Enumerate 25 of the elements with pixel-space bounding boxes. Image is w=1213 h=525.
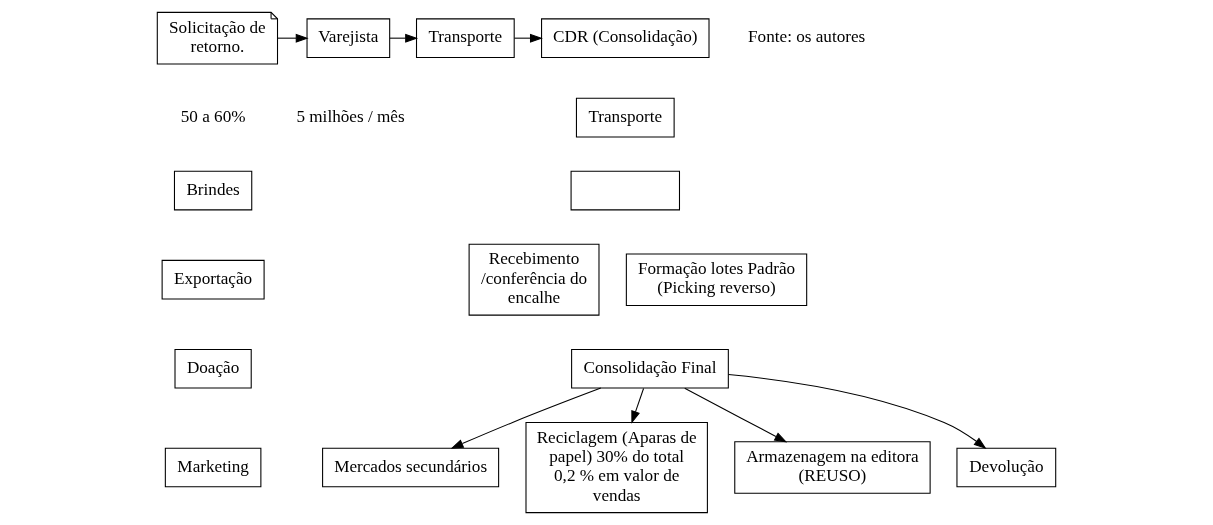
node-box: Formação lotes Padrão (Picking reverso) — [625, 253, 808, 306]
node-box: Transporte — [575, 97, 675, 138]
label: Fonte: os autores — [748, 27, 866, 47]
node-box: Recebimento /conferência do encalhe — [468, 243, 600, 316]
node-box: Doação — [174, 348, 252, 389]
node-label: 5 milhões / mês — [296, 106, 405, 126]
node-box: Marketing — [164, 447, 262, 488]
node-box: Armazenagem na editora (REUSO) — [734, 441, 931, 494]
node-box: Varejista — [306, 18, 391, 59]
node-label: 50 a 60% — [180, 106, 246, 126]
node-box: Mercados secundários — [322, 447, 500, 488]
arrow — [450, 387, 602, 449]
node-box: Transporte — [415, 18, 515, 59]
node-box: CDR (Consolidação) — [541, 18, 710, 59]
node-box: Reciclagem (Aparas de papel) 30% do total 0,2 % em valor de vendas — [525, 421, 708, 514]
arrow — [631, 387, 645, 424]
arrow — [277, 33, 309, 43]
node-box: Consolidação Final — [571, 348, 729, 389]
node-box: Devolução — [956, 447, 1057, 488]
node-box: Exportação — [161, 259, 265, 300]
arrow — [727, 374, 987, 449]
arrow — [684, 387, 788, 443]
node-box: Brindes — [173, 170, 253, 211]
arrow — [513, 33, 543, 43]
node-box — [570, 170, 681, 211]
